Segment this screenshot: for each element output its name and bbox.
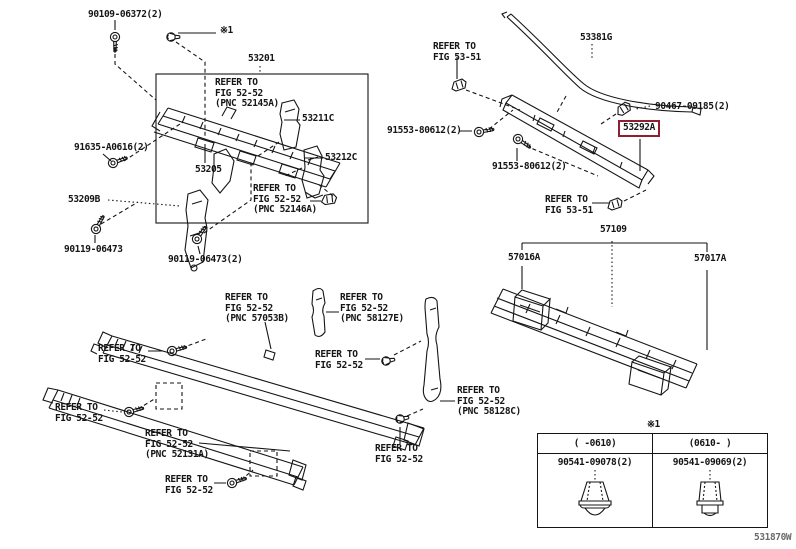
strip-58128c-art [422, 296, 442, 403]
cowl-seal-53381g-art [501, 11, 702, 116]
clip-icon [451, 78, 467, 92]
clip-icon [320, 191, 338, 207]
reference-mark-top: ※1 [220, 25, 233, 36]
variant-col2-part-number: 90541-09069(2) [672, 457, 748, 468]
cushion-dome-icon [578, 470, 612, 516]
radiator-support-assembly-art [151, 99, 341, 199]
refer-note-pnc-52131a: REFER TO FIG 52-52 (PNC 52131A) [145, 428, 209, 460]
box-53201-outline [155, 73, 369, 224]
part-label-57017a: 57017A [694, 253, 726, 264]
bolt-icon [511, 132, 534, 152]
bolt-icon [106, 152, 130, 170]
part-label-90119-06473-2: 90119-06473(2) [168, 254, 243, 265]
bolt-icon [89, 213, 109, 236]
part-label-57016a: 57016A [508, 252, 540, 263]
reference-mark-table: ※1 [647, 419, 660, 430]
refer-note-fig-52-52-d: REFER TO FIG 52-52 [165, 474, 213, 496]
cowl-panel-53292a-art [499, 94, 655, 189]
refer-note-fig-52-52-e: REFER TO FIG 52-52 [375, 443, 423, 465]
diagram-code: 531870W [754, 532, 792, 543]
part-label-91635-a0616: 91635-A0616(2) [74, 142, 149, 153]
refer-note-pnc-52145a: REFER TO FIG 52-52 (PNC 52145A) [215, 77, 279, 109]
bolt-icon [225, 473, 249, 490]
strip-58127e-art [311, 287, 326, 337]
refer-note-pnc-58127e: REFER TO FIG 52-52 (PNC 58127E) [340, 292, 404, 324]
refer-note-fig-52-52-c: REFER TO FIG 52-52 [55, 402, 103, 424]
cushion-cylinder-icon [696, 470, 724, 517]
part-label-53292a[interactable]: 53292A [618, 120, 660, 137]
clip-icon [607, 197, 623, 211]
refer-note-fig-52-52-b: REFER TO FIG 52-52 [315, 349, 363, 371]
part-label-53205: 53205 [195, 164, 222, 175]
part-label-57109: 57109 [600, 224, 627, 235]
part-label-53381g: 53381G [580, 32, 612, 43]
refer-note-fig-52-52-a: REFER TO FIG 52-52 [98, 343, 146, 365]
part-label-53212c: 53212C [325, 152, 357, 163]
dotted-leader-lines [103, 44, 651, 413]
part-label-53211c: 53211C [302, 113, 334, 124]
variant-table-header-row: ( -0610) (0610- ) [538, 434, 767, 454]
part-label-53201: 53201 [248, 53, 275, 64]
group-bracket-lines [521, 242, 708, 350]
apron-assembly-57109-art [490, 288, 698, 396]
reinforcement-bar-lower-art [42, 382, 307, 491]
variant-col1-cell: 90541-09078(2) [538, 454, 652, 527]
part-label-53209b: 53209B [68, 194, 100, 205]
refer-note-fig-53-51-mid: REFER TO FIG 53-51 [545, 194, 593, 216]
variant-col1-header: ( -0610) [573, 438, 617, 449]
refer-note-pnc-57053b: REFER TO FIG 52-52 (PNC 57053B) [225, 292, 289, 324]
variant-table: ( -0610) (0610- ) 90541-09078(2) [537, 433, 768, 528]
bolt-icon [165, 342, 189, 358]
variant-col2-cell: 90541-09069(2) [652, 454, 767, 527]
refer-note-fig-53-51-top: REFER TO FIG 53-51 [433, 41, 481, 63]
variant-table-body-row: 90541-09078(2) 90541-09069(2) [538, 454, 767, 527]
part-label-91553-80612-a: 91553-80612(2) [387, 125, 462, 136]
nut-icon [380, 354, 396, 367]
label-leader-lines [94, 20, 641, 484]
refer-note-pnc-58128c: REFER TO FIG 52-52 (PNC 58128C) [457, 385, 521, 417]
nut-icon [166, 32, 181, 42]
part-label-90119-06473: 90119-06473 [64, 244, 123, 255]
part-label-91553-80612-b: 91553-80612(2) [492, 161, 567, 172]
bolt-icon [122, 403, 146, 419]
nut-icon [394, 412, 410, 425]
bracket-53209b-art [184, 148, 235, 272]
part-label-90467-09185: 90467-09185(2) [655, 101, 730, 112]
refer-note-pnc-52146a: REFER TO FIG 52-52 (PNC 52146A) [253, 183, 317, 215]
variant-col2-header: (0610- ) [652, 434, 767, 453]
variant-col1-part-number: 90541-09078(2) [557, 457, 633, 468]
part-label-90109-06372: 90109-06372(2) [88, 9, 163, 20]
reinforcement-bar-upper-art [90, 331, 425, 451]
